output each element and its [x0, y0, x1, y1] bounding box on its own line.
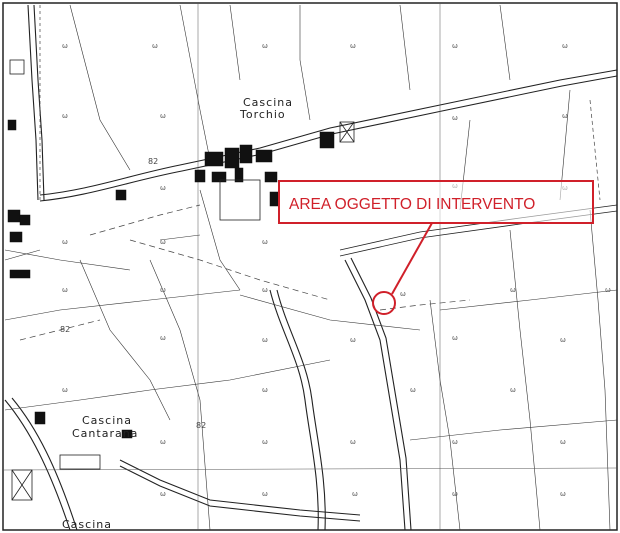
vegetation-symbol: ѡ	[560, 336, 566, 344]
vegetation-symbol: ѡ	[262, 490, 268, 498]
place-name-cascina-cantarana-line1: Cascina	[82, 414, 132, 427]
callout-label: AREA OGGETTO DI INTERVENTO	[289, 196, 535, 213]
vegetation-symbol: ѡ	[452, 42, 458, 50]
vegetation-symbol: ѡ	[62, 238, 68, 246]
vegetation-symbol: ѡ	[262, 386, 268, 394]
vegetation-symbol: ѡ	[510, 386, 516, 394]
roads	[4, 4, 618, 531]
place-name-cascina-torchio-line2: Torchio	[239, 108, 286, 121]
vegetation-symbol: ѡ	[400, 290, 406, 298]
vegetation-symbol: ѡ	[160, 238, 166, 246]
callout-box	[278, 180, 594, 224]
vegetation-symbol: ѡ	[160, 438, 166, 446]
elevation-label: 82	[148, 157, 158, 166]
vegetation-symbol: ѡ	[452, 114, 458, 122]
vegetation-symbol: ѡ	[562, 42, 568, 50]
vegetation-symbol: ѡ	[62, 286, 68, 294]
vegetation-symbol: ѡ	[62, 112, 68, 120]
vegetation-symbol: ѡ	[452, 438, 458, 446]
vegetation-symbol: ѡ	[262, 238, 268, 246]
vegetation-symbol: ѡ	[605, 286, 611, 294]
vegetation-symbol: ѡ	[350, 438, 356, 446]
vegetation-symbol: ѡ	[160, 490, 166, 498]
vegetation-symbol: ѡ	[560, 490, 566, 498]
vegetation-symbol: ѡ	[410, 386, 416, 394]
vegetation-symbol: ѡ	[510, 286, 516, 294]
elevation-label: 82	[196, 421, 206, 430]
vegetation-symbol: ѡ	[452, 490, 458, 498]
field-boundaries	[4, 4, 618, 531]
buildings	[7, 119, 335, 439]
dashed-paths	[19, 5, 601, 341]
vegetation-symbol: ѡ	[262, 438, 268, 446]
vegetation-symbol: ѡ	[160, 334, 166, 342]
vegetation-symbol: ѡ	[160, 184, 166, 192]
elevation-label: 82	[60, 325, 70, 334]
grid-lines	[2, 3, 618, 530]
place-name-cascina-cantarana-line2: Cantarana	[72, 427, 138, 440]
vegetation-symbol: ѡ	[352, 490, 358, 498]
vegetation-symbol: ѡ	[62, 42, 68, 50]
vegetation-symbol: ѡ	[562, 112, 568, 120]
place-name-cascina-bottom: Cascina	[62, 518, 112, 531]
vegetation-symbol: ѡ	[262, 42, 268, 50]
intervention-callout: AREA OGGETTO DI INTERVENTO	[278, 180, 594, 315]
vegetation-symbol: ѡ	[262, 286, 268, 294]
vegetation-symbol: ѡ	[62, 386, 68, 394]
callout-leader-line	[391, 222, 433, 295]
vegetation-symbol: ѡ	[452, 334, 458, 342]
vegetation-symbol: ѡ	[262, 336, 268, 344]
vegetation-symbol: ѡ	[560, 438, 566, 446]
intervention-area-marker	[372, 291, 396, 315]
building-outlines	[9, 59, 355, 501]
place-name-cascina-torchio-line1: Cascina	[243, 96, 293, 109]
vegetation-symbol: ѡ	[160, 286, 166, 294]
vegetation-symbol: ѡ	[160, 112, 166, 120]
vegetation-symbol: ѡ	[350, 336, 356, 344]
vegetation-symbols: ѡ ѡ ѡ ѡ ѡ ѡ ѡ ѡ ѡ ѡ ѡ ѡ ѡ ѡ ѡ ѡ ѡ ѡ ѡ ѡ …	[62, 42, 611, 498]
vegetation-symbol: ѡ	[152, 42, 158, 50]
vegetation-symbol: ѡ	[350, 42, 356, 50]
